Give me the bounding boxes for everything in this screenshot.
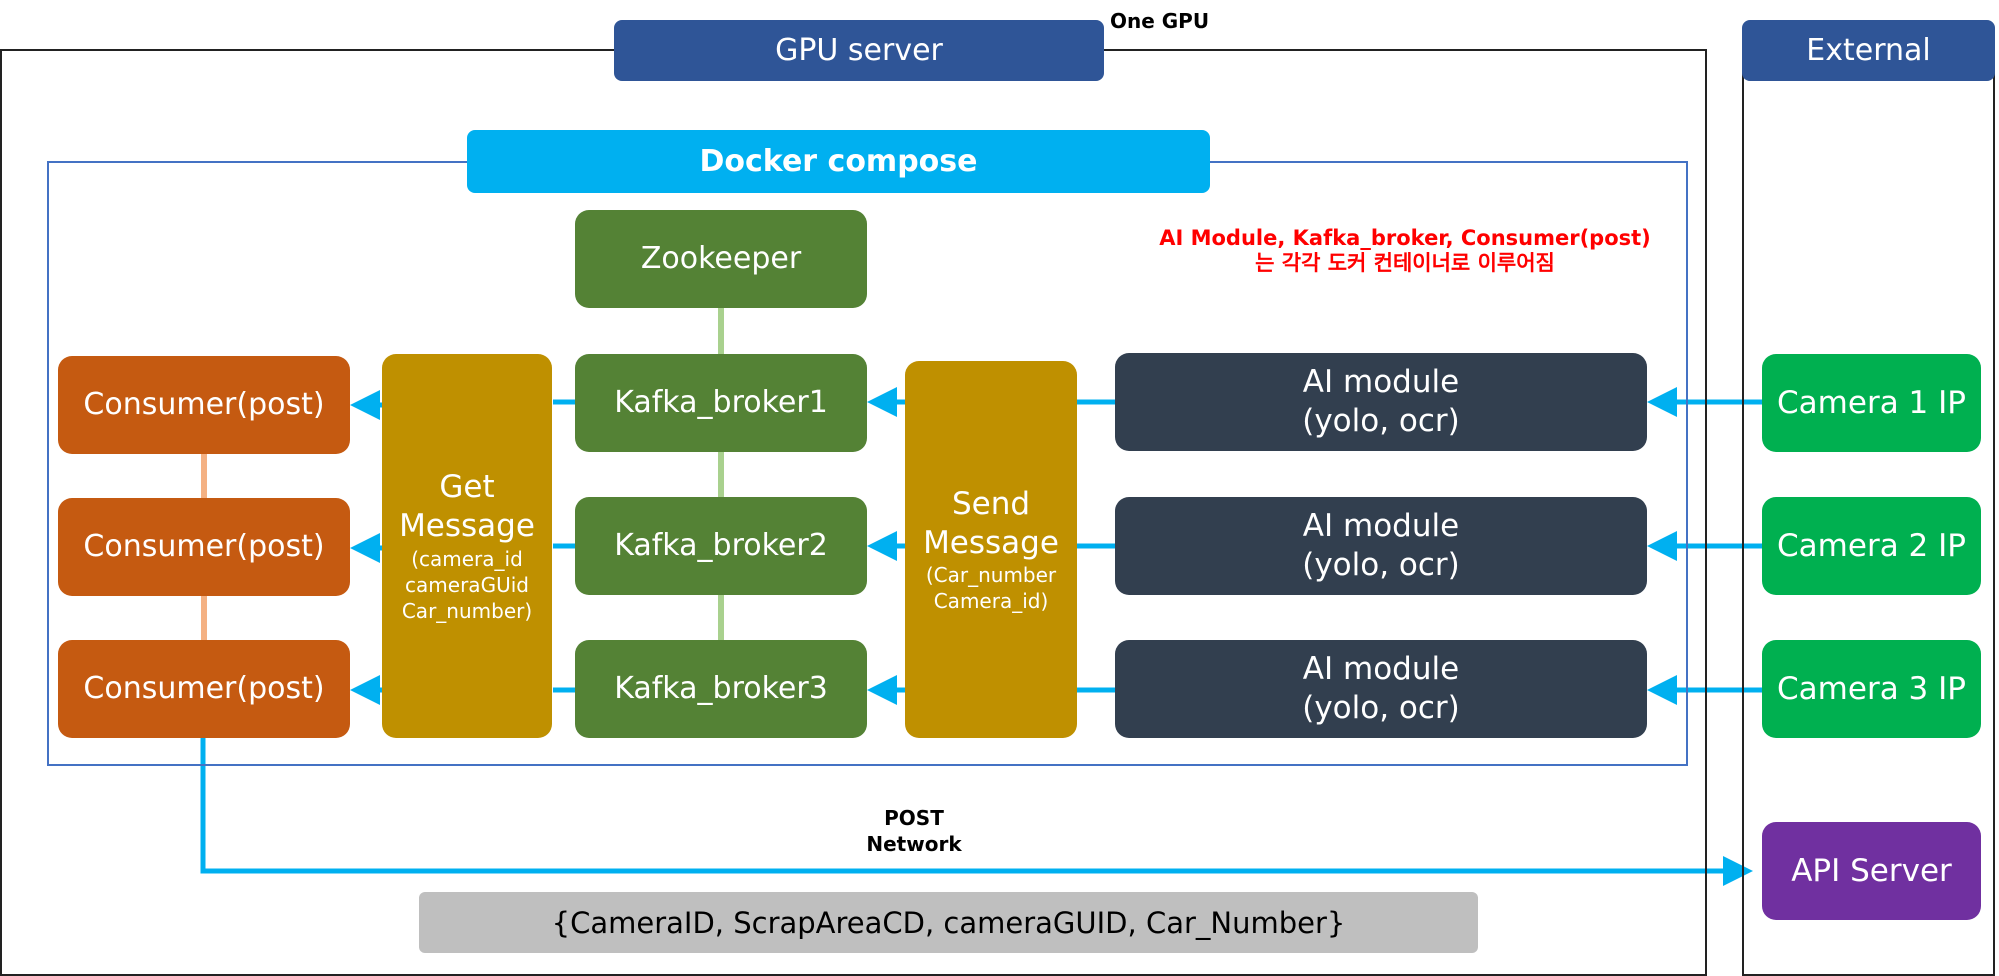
consumer-label: Consumer(post) (83, 387, 325, 423)
kafka-broker-2: Kafka_broker2 (575, 497, 867, 595)
consumer-label: Consumer(post) (83, 529, 325, 565)
broker-label: Kafka_broker2 (614, 528, 828, 564)
one-gpu-label: One GPU (1110, 9, 1210, 33)
ai-module-label: AI module (1302, 364, 1460, 401)
get-message-node: Get Message (camera_id cameraGUid Car_nu… (382, 354, 552, 738)
ai-module-2: AI module (yolo, ocr) (1115, 497, 1647, 595)
container-note-line2: 는 각각 도커 컨테이너로 이루어짐 (1255, 251, 1555, 276)
get-message-detail-1: (camera_id (411, 546, 523, 571)
camera-2: Camera 2 IP (1762, 497, 1981, 595)
send-message-title-1: Send (951, 485, 1031, 522)
consumer-3: Consumer(post) (58, 640, 350, 738)
gpu-server-header: GPU server (614, 20, 1104, 81)
payload-box: {CameraID, ScrapAreaCD, cameraGUID, Car_… (419, 892, 1478, 953)
camera-label: Camera 1 IP (1777, 384, 1966, 421)
broker-label: Kafka_broker1 (614, 385, 828, 421)
camera-label: Camera 2 IP (1777, 527, 1966, 564)
send-message-detail-1: (Car_number (925, 563, 1057, 588)
ai-module-sublabel: (yolo, ocr) (1302, 403, 1460, 439)
ai-module-1: AI module (yolo, ocr) (1115, 353, 1647, 451)
ai-module-3: AI module (yolo, ocr) (1115, 640, 1647, 738)
post-label-line1: POST (884, 806, 944, 830)
ai-module-sublabel: (yolo, ocr) (1302, 690, 1460, 726)
consumer-label: Consumer(post) (83, 671, 325, 707)
api-server-label: API Server (1791, 852, 1952, 889)
zookeeper-label: Zookeeper (640, 241, 802, 277)
broker-label: Kafka_broker3 (614, 671, 828, 707)
camera-3: Camera 3 IP (1762, 640, 1981, 738)
docker-compose-title: Docker compose (699, 144, 978, 179)
external-title: External (1806, 33, 1931, 68)
ai-module-label: AI module (1302, 508, 1460, 545)
kafka-broker-1: Kafka_broker1 (575, 354, 867, 452)
external-header: External (1742, 20, 1995, 81)
get-message-detail-3: Car_number) (401, 598, 533, 623)
container-note: AI Module, Kafka_broker, Consumer(post) … (1140, 226, 1670, 276)
container-note-line1: AI Module, Kafka_broker, Consumer(post) (1159, 226, 1651, 250)
consumer-1: Consumer(post) (58, 356, 350, 454)
api-server-node: API Server (1762, 822, 1981, 920)
ai-module-label: AI module (1302, 651, 1460, 688)
kafka-broker-3: Kafka_broker3 (575, 640, 867, 738)
post-network-path (200, 738, 1740, 874)
get-message-title-2: Message (399, 508, 535, 544)
send-message-detail-2: Camera_id) (933, 589, 1049, 614)
get-message-detail-2: cameraGUid (405, 572, 529, 597)
camera-label: Camera 3 IP (1777, 670, 1966, 707)
post-label-line2: Network (866, 832, 962, 856)
gpu-server-title: GPU server (775, 33, 943, 68)
get-message-title-1: Get (439, 469, 495, 506)
docker-compose-header: Docker compose (467, 130, 1210, 193)
post-network-label: POST Network (814, 805, 1014, 857)
send-message-title-2: Message (923, 524, 1059, 561)
consumer-2: Consumer(post) (58, 498, 350, 596)
ai-module-sublabel: (yolo, ocr) (1302, 547, 1460, 583)
send-message-node: Send Message (Car_number Camera_id) (905, 361, 1077, 738)
camera-1: Camera 1 IP (1762, 354, 1981, 452)
payload-label: {CameraID, ScrapAreaCD, cameraGUID, Car_… (551, 905, 1346, 940)
zookeeper-node: Zookeeper (575, 210, 867, 308)
